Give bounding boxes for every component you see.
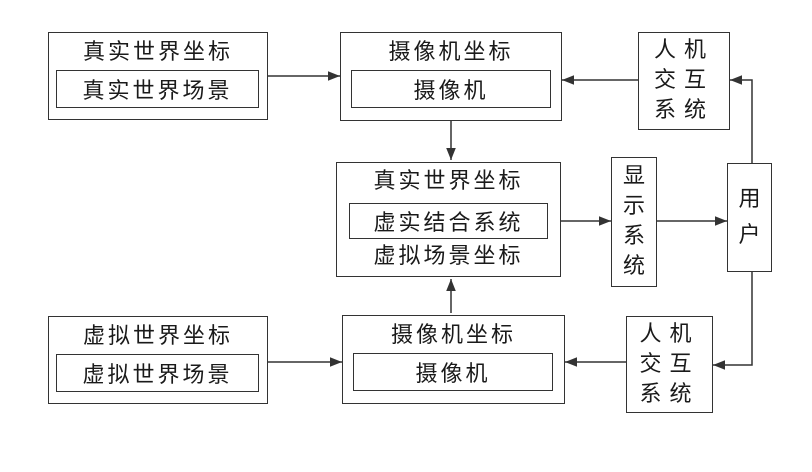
user-char-2: 户 bbox=[738, 222, 761, 248]
hci-top-line-2: 交互 bbox=[653, 68, 714, 93]
camera-top-device: 摄像机 bbox=[351, 70, 551, 108]
camera-bottom-title: 摄像机坐标 bbox=[390, 323, 516, 348]
hci-bottom-box: 人机 交互 系统 bbox=[626, 316, 713, 413]
hci-bottom-line-3: 系统 bbox=[639, 381, 700, 407]
display-box: 显 示 系 统 bbox=[611, 157, 657, 287]
display-char-1: 显 bbox=[622, 164, 645, 189]
display-char-2: 示 bbox=[622, 194, 645, 219]
real-world-scene: 真实世界场景 bbox=[56, 70, 259, 108]
camera-bottom-device: 摄像机 bbox=[353, 353, 553, 391]
camera-bottom-box: 摄像机坐标 摄像机 bbox=[342, 315, 565, 404]
camera-top-title: 摄像机坐标 bbox=[388, 40, 514, 65]
hci-top-line-1: 人机 bbox=[653, 38, 714, 63]
hci-top-box: 人机 交互 系统 bbox=[638, 32, 730, 130]
virtual-world-box: 虚拟世界坐标 虚拟世界场景 bbox=[48, 316, 268, 404]
user-box: 用 户 bbox=[727, 163, 772, 272]
display-char-4: 统 bbox=[622, 254, 645, 279]
fusion-subtitle: 虚拟场景坐标 bbox=[373, 244, 524, 269]
hci-top-line-3: 系统 bbox=[653, 98, 714, 123]
arrow-user-to-hci-bottom bbox=[713, 272, 753, 370]
user-char-1: 用 bbox=[738, 186, 761, 212]
virtual-world-title: 虚拟世界坐标 bbox=[82, 324, 233, 349]
fusion-core: 虚实结合系统 bbox=[349, 203, 548, 239]
virtual-world-scene: 虚拟世界场景 bbox=[56, 354, 259, 392]
display-char-3: 系 bbox=[622, 224, 645, 249]
real-world-box: 真实世界坐标 真实世界场景 bbox=[48, 32, 268, 120]
arrow-user-to-hci-top bbox=[730, 75, 753, 163]
fusion-box: 真实世界坐标 虚实结合系统 虚拟场景坐标 bbox=[336, 162, 561, 277]
camera-top-box: 摄像机坐标 摄像机 bbox=[340, 32, 562, 121]
hci-bottom-line-2: 交互 bbox=[639, 351, 700, 377]
real-world-title: 真实世界坐标 bbox=[82, 40, 233, 65]
fusion-title: 真实世界坐标 bbox=[373, 169, 524, 194]
hci-bottom-line-1: 人机 bbox=[639, 321, 700, 347]
